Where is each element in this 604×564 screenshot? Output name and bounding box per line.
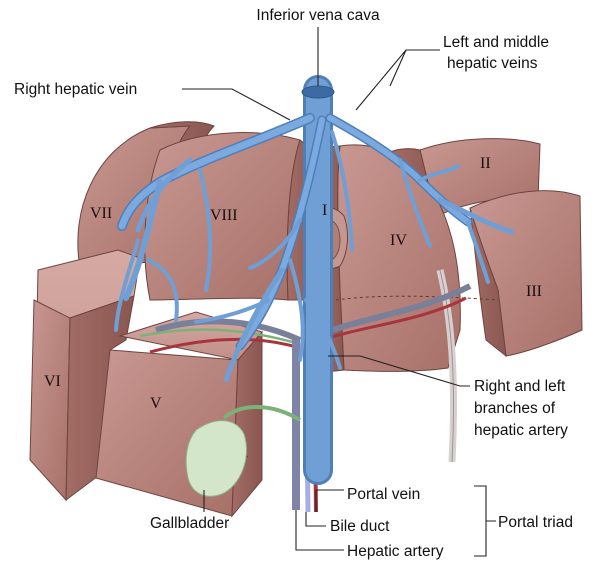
- segment-label-vii: VII: [90, 205, 112, 222]
- segment-label-vi: VI: [44, 373, 61, 390]
- label-left-middle-hepatic-veins-1: Left and middle: [443, 34, 549, 51]
- segment-label-viii: VIII: [210, 207, 238, 224]
- segment-label-v: V: [150, 395, 162, 412]
- label-portal-triad: Portal triad: [498, 514, 573, 531]
- label-artery-branches-2: branches of: [474, 400, 556, 417]
- segment-label-iv: IV: [390, 232, 407, 249]
- leader-right-hv: [182, 89, 290, 120]
- label-bile-duct: Bile duct: [330, 518, 390, 535]
- leader-bile-duct: [306, 512, 326, 526]
- segment-label-i: I: [322, 202, 327, 219]
- label-left-middle-hepatic-veins-2: hepatic veins: [447, 55, 538, 72]
- leader-left-middle: [356, 50, 440, 110]
- label-artery-branches-1: Right and left: [474, 378, 566, 395]
- segment-label-ii: II: [480, 155, 491, 172]
- segment-label-iii: III: [526, 283, 542, 300]
- label-right-hepatic-vein: Right hepatic vein: [14, 81, 137, 98]
- label-artery-branches-3: hepatic artery: [474, 422, 568, 439]
- label-hepatic-artery: Hepatic artery: [347, 543, 444, 560]
- label-gallbladder: Gallbladder: [150, 515, 229, 532]
- leader-portal-vein: [316, 490, 344, 512]
- label-inferior-vena-cava: Inferior vena cava: [256, 7, 380, 24]
- label-portal-vein: Portal vein: [347, 486, 420, 503]
- portal-triad-bracket: [474, 486, 496, 556]
